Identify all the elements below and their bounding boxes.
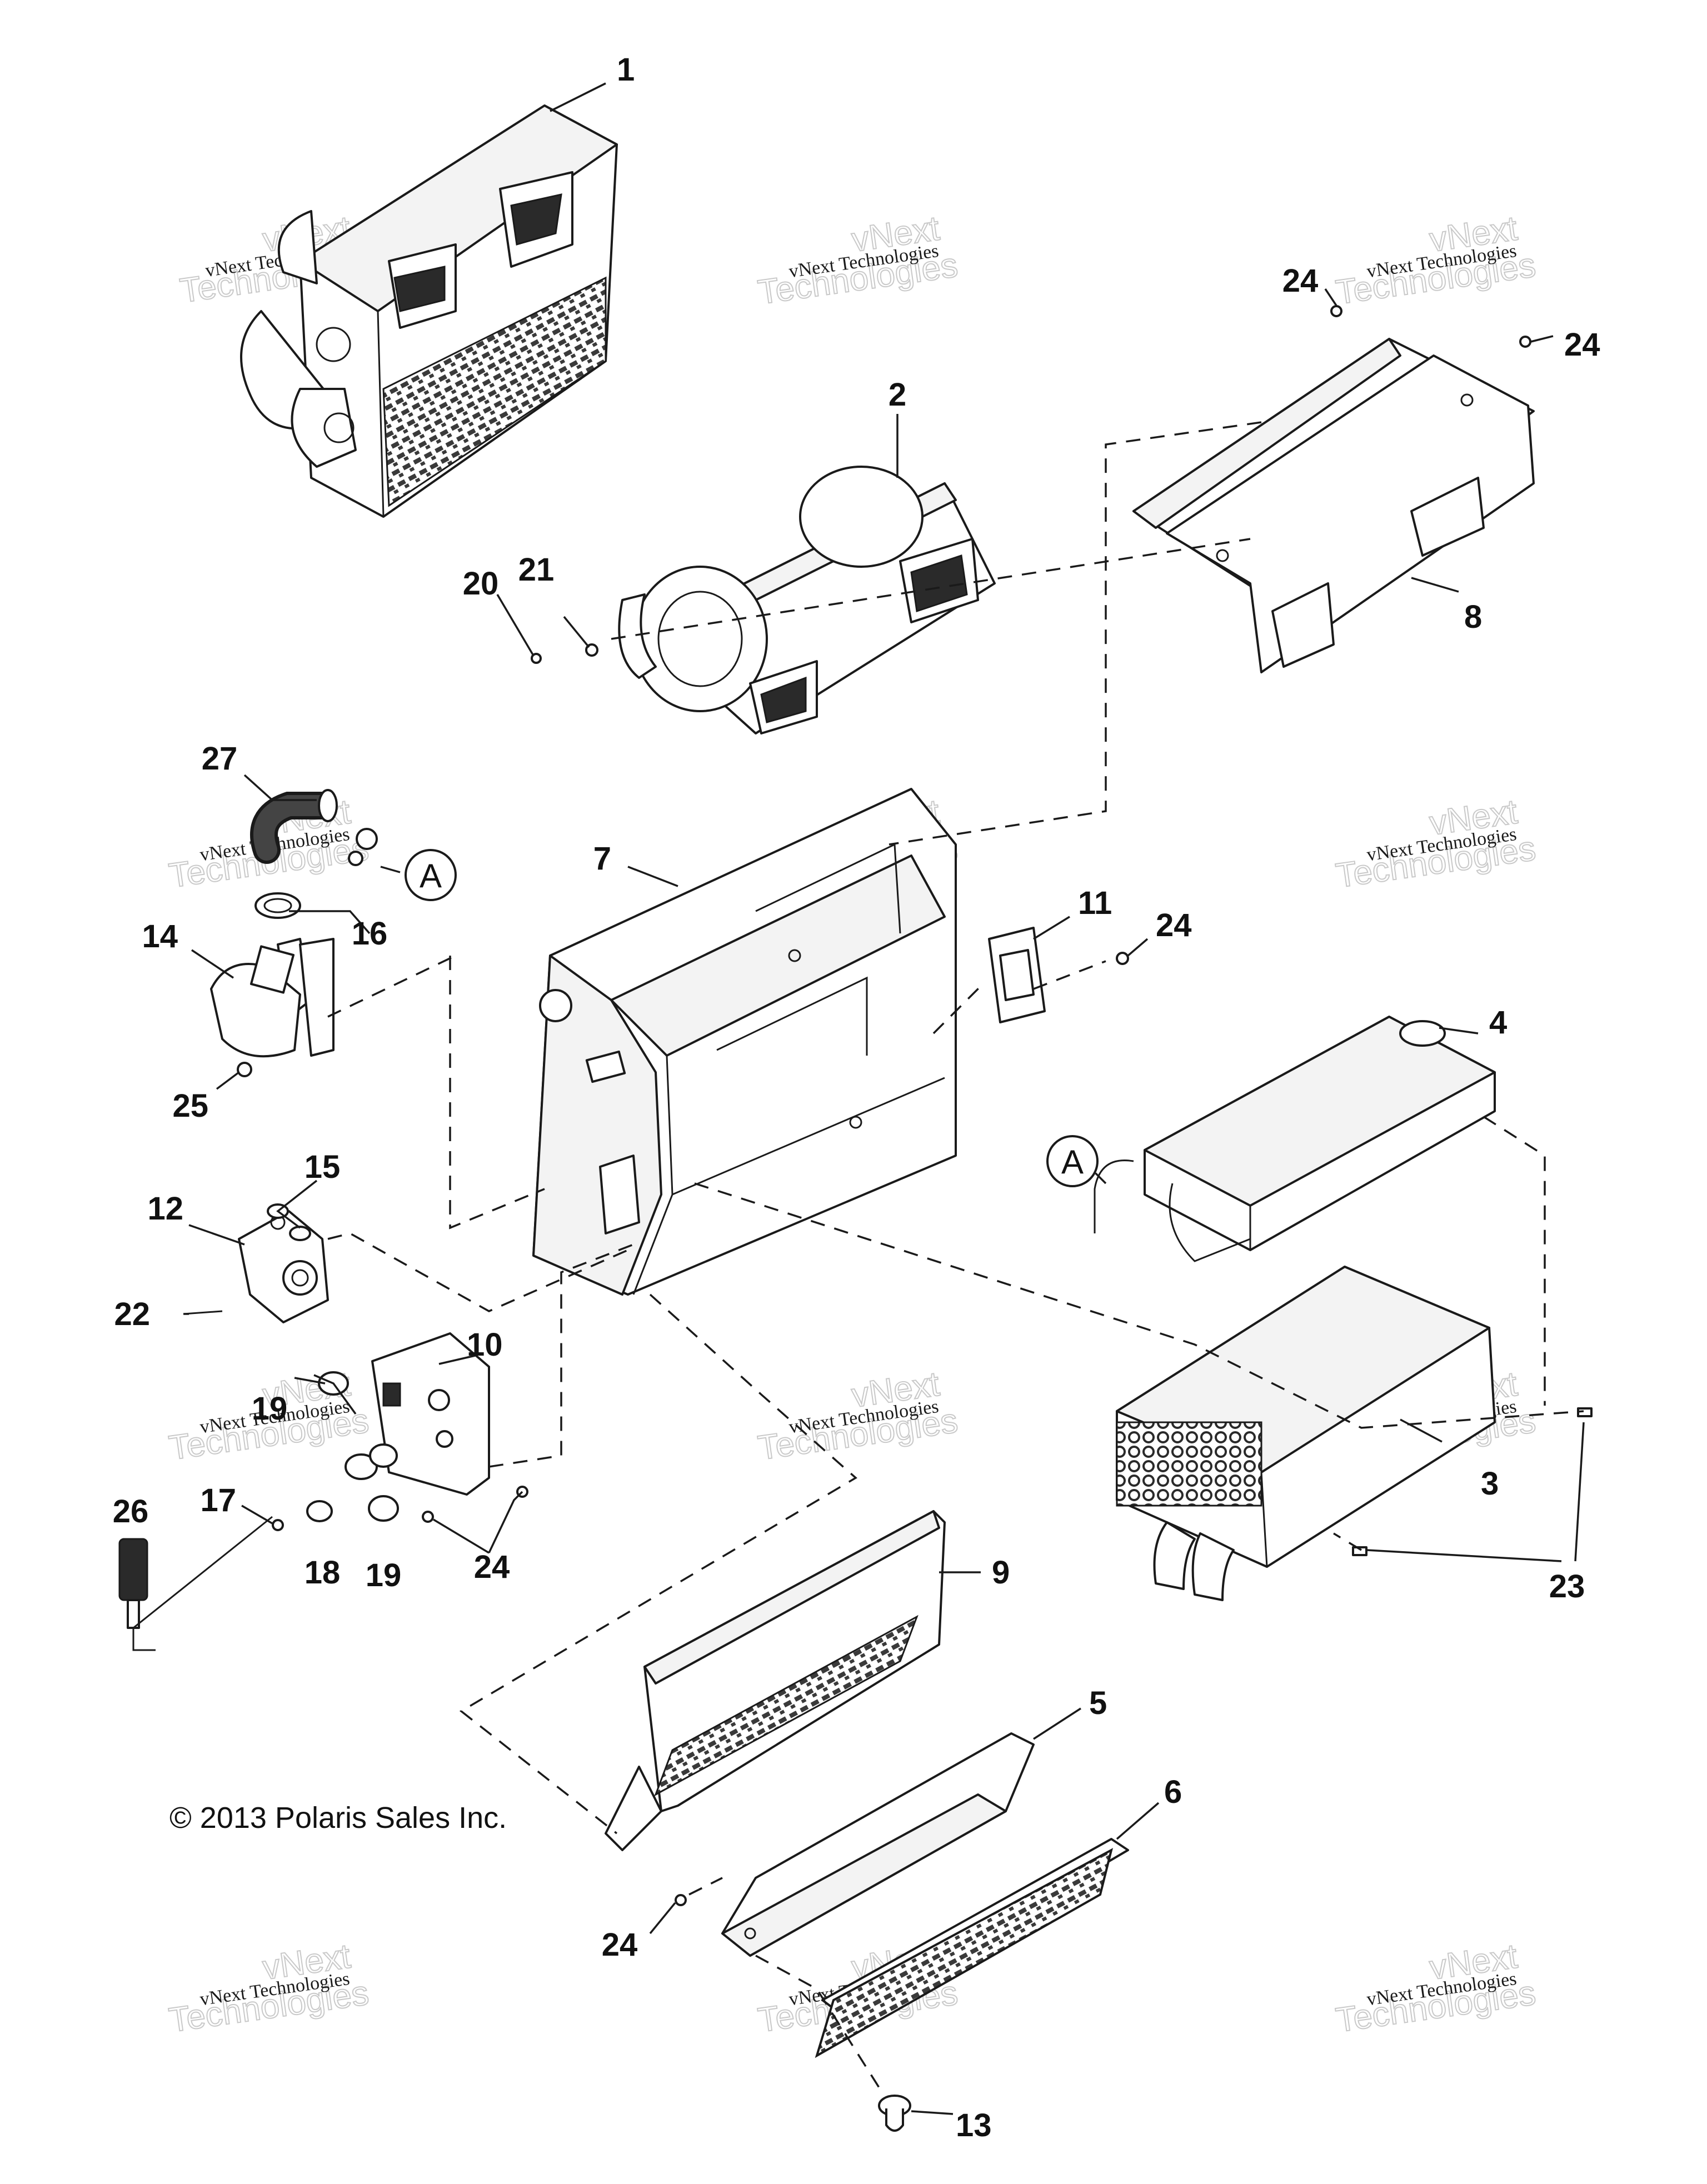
part-16-hose-clamp [254,892,301,919]
copyright-notice: © 2013 Polaris Sales Inc. [169,1801,507,1835]
part-27-hose [250,789,378,866]
part-23-clip [1352,1546,1367,1556]
leader-lines [183,82,1585,2115]
watermark: Technologies vNext vNext Technologies [755,209,961,313]
callout-25: 25 [172,1088,208,1124]
callout-24: 24 [602,1927,638,1963]
callout-5: 5 [1089,1685,1107,1721]
callout-1: 1 [617,52,635,88]
callout-21: 21 [518,552,555,588]
callout-13: 13 [956,2107,992,2143]
part-25-nut [237,1062,252,1077]
watermark: Technologies vNext vNext Technologies [1333,1937,1539,2041]
callout-12: 12 [147,1191,183,1227]
part-2-blower [618,466,996,734]
part-7-housing [532,788,957,1296]
part-15-o-ring [289,1226,311,1241]
callout-19: 19 [252,1391,288,1427]
callout-26: 26 [113,1493,149,1530]
part-24-screw [675,1894,687,1906]
callout-10: 10 [467,1327,503,1363]
callout-6: 6 [1164,1774,1182,1810]
callout-20: 20 [463,566,499,602]
part-22-bolt [183,1310,223,1315]
part-6-grille [815,1838,1129,2058]
callout-24: 24 [1564,327,1600,363]
part-26-sensor [118,1516,273,1651]
part-5-filter-panel [721,1732,1035,1957]
part-24-screw [1330,305,1342,317]
small-hardware [183,305,1593,1906]
callout-24: 24 [1282,263,1319,299]
part-20-screw [531,653,542,664]
part-24-screw [422,1511,434,1523]
part-1-heater-assembly [240,104,618,518]
part-18-grommet [306,1500,333,1522]
callout-3: 3 [1481,1466,1499,1502]
callout-11: 11 [1078,885,1112,921]
svg-text:A: A [420,857,442,894]
callout-9: 9 [992,1555,1010,1591]
watermark: Technologies vNext vNext Technologies [1333,792,1539,896]
callout-27: 27 [202,741,238,777]
part-3-heater-core [1116,1266,1496,1601]
callout-16: 16 [352,916,388,952]
part-12-valve-block [238,1210,329,1323]
callout-19: 19 [366,1557,402,1593]
reference-marker-a-right: A [1046,1135,1099,1187]
callout-2: 2 [889,377,906,413]
callout-7: 7 [593,841,611,877]
watermark: Technologies vNext vNext Technologies [1333,209,1539,313]
assembly-lines [327,421,1584,2095]
part-13-push-clip [878,2095,911,2132]
part-8-top-cover [1132,338,1535,673]
callout-17: 17 [200,1482,236,1518]
part-4-evaporator-core [1094,1016,1496,1262]
callout-14: 14 [142,918,178,954]
part-23-clip [1577,1407,1593,1417]
callout-4: 4 [1489,1004,1507,1041]
callout-23: 23 [1549,1568,1585,1605]
callouts: 1 2 3 4 5 6 7 8 9 10 11 12 13 14 15 16 1… [113,52,1600,2143]
part-24-screw [1519,336,1531,348]
svg-text:A: A [1061,1143,1084,1181]
watermark: Technologies vNext vNext Technologies [755,1365,961,1468]
part-19-grommet [368,1495,399,1522]
reference-marker-a-left: A [405,849,457,901]
part-19-grommet [345,1453,378,1480]
part-24-screw [1116,952,1129,965]
callout-18: 18 [305,1555,341,1591]
part-9-front-panel [605,1510,946,1851]
callout-24: 24 [1156,907,1192,943]
callout-15: 15 [305,1149,341,1185]
part-19-grommet [369,1443,398,1468]
part-17-screw [272,1519,284,1531]
callout-24: 24 [474,1549,510,1585]
callout-22: 22 [114,1296,150,1332]
part-14-water-valve [210,938,335,1058]
watermark: Technologies vNext vNext Technologies [166,1937,372,2041]
part-11-gasket [988,927,1046,1023]
callout-8: 8 [1464,599,1482,635]
part-10-bracket [371,1332,490,1496]
